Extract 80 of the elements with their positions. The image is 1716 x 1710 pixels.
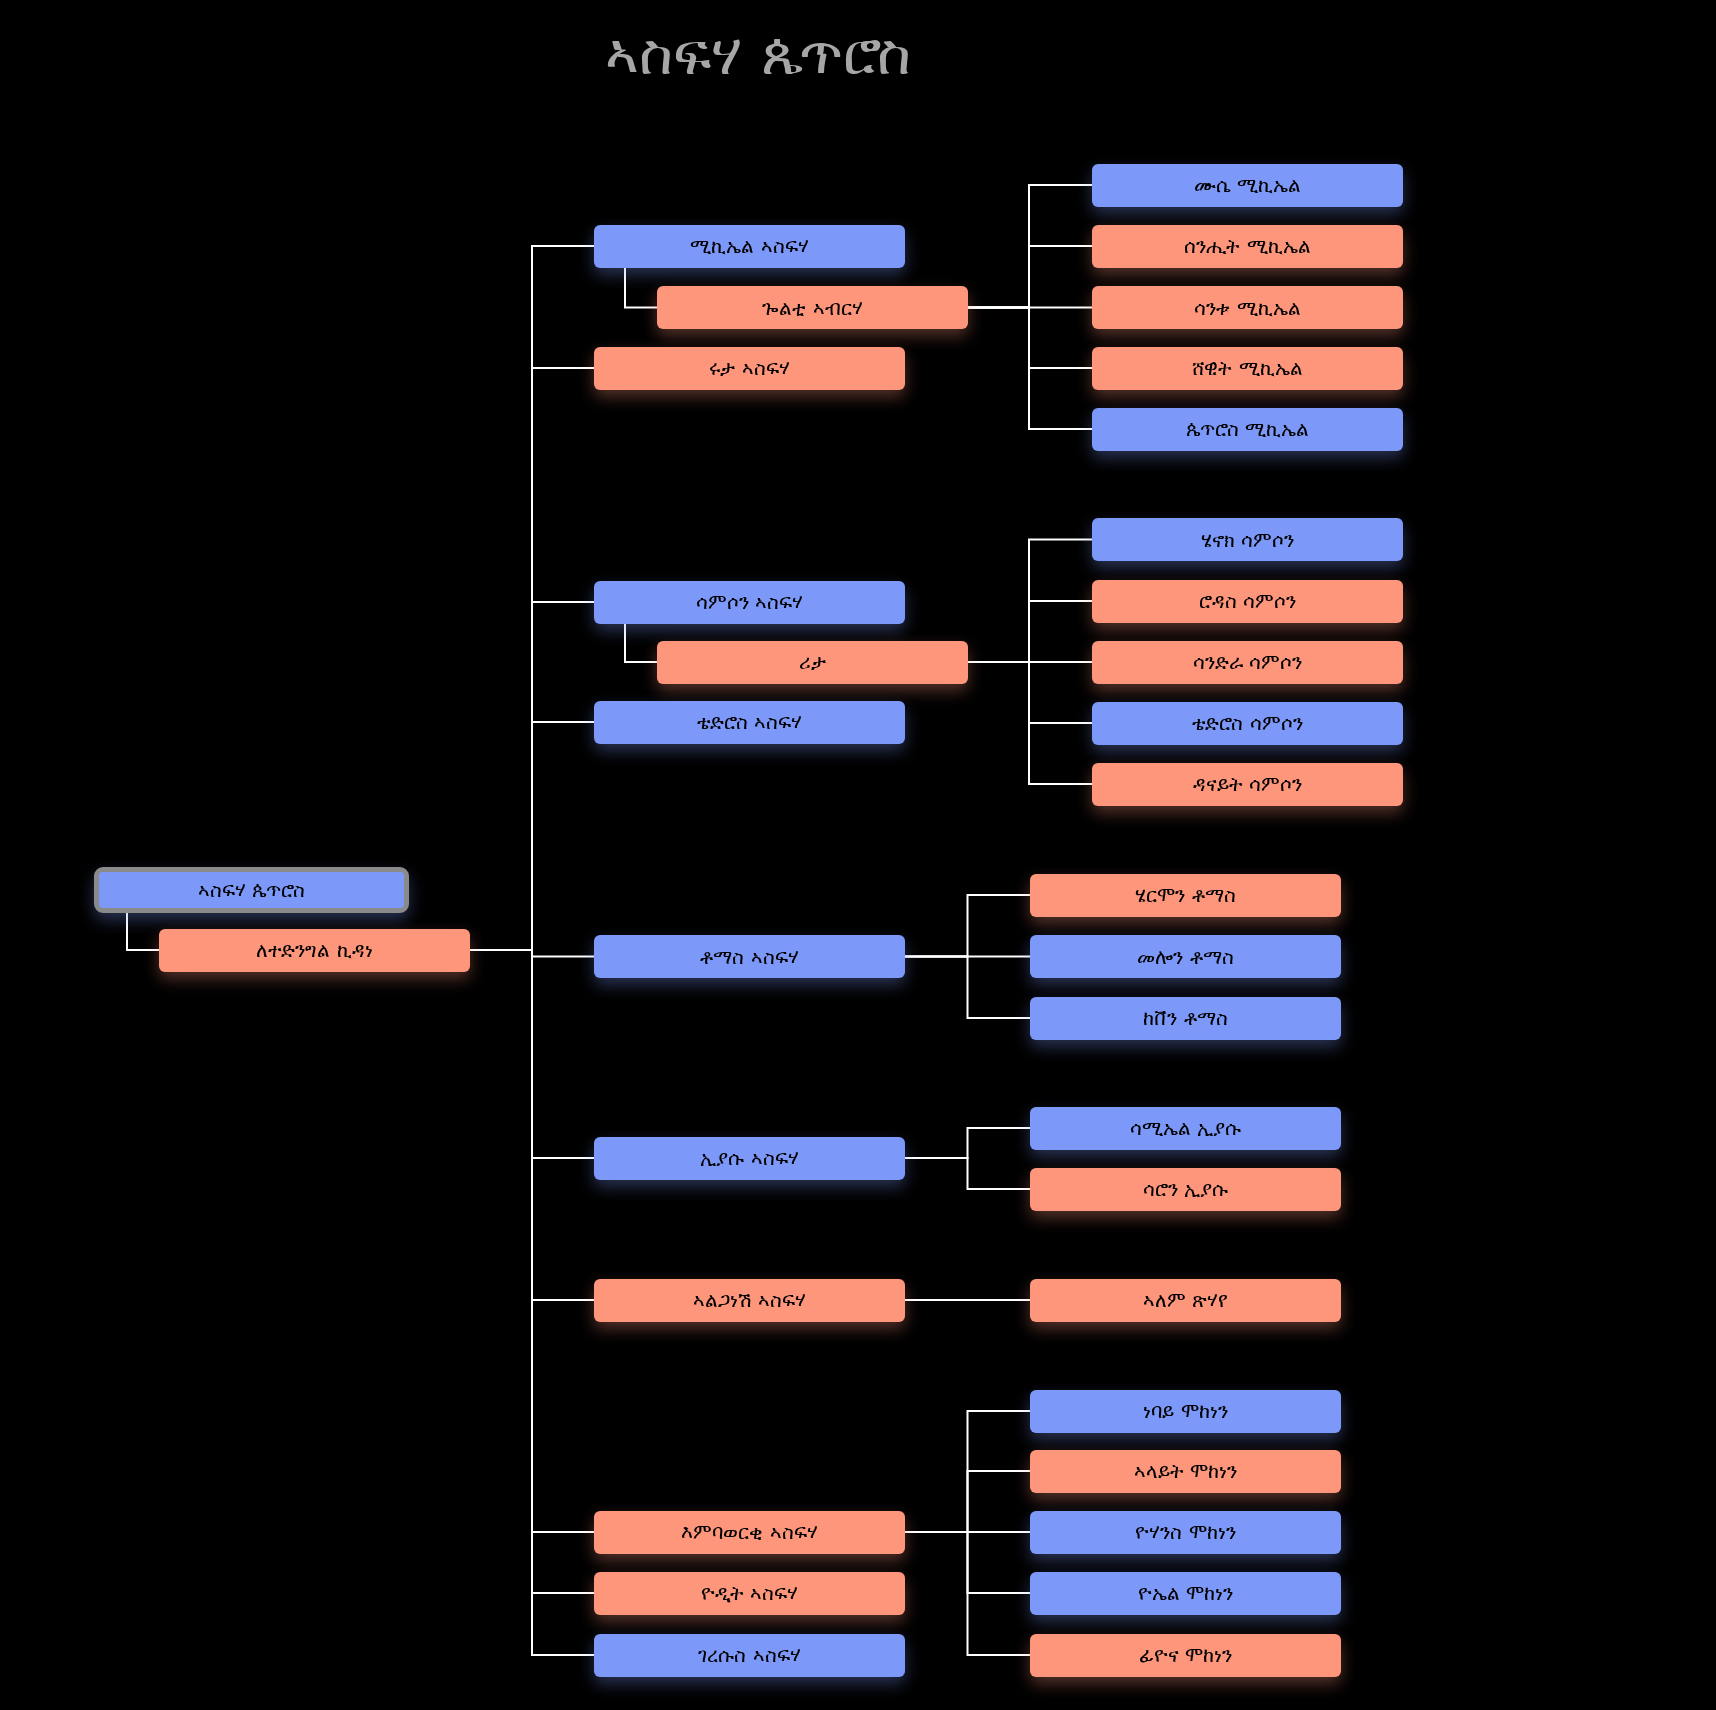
person-box [1030, 1571, 1341, 1615]
person-box [94, 867, 409, 913]
person-box [1030, 1510, 1341, 1554]
person-name: ዳናይት ሳምሶን [1192, 772, 1303, 796]
person-name: ዮዲት ኣስፍሃ [700, 1581, 799, 1605]
person-box [594, 346, 905, 390]
person-name: ሙሴ ሚኪኤል [1193, 173, 1302, 197]
person-name: ቴድሮስ ሳምሶን [1192, 711, 1303, 735]
connector-line [967, 306, 1093, 430]
person-box [1030, 1449, 1341, 1493]
person-name: ሸዊት ሚኪኤል [1192, 356, 1303, 380]
person-name: ሮዳስ ሳምሶን [1198, 589, 1297, 613]
person-box [657, 640, 968, 684]
person-box [594, 1510, 905, 1554]
person-name: ሄርሞን ቶማስ [1135, 883, 1236, 907]
diagram-title: ኣስፍሃ ጴጥሮስ [605, 20, 911, 89]
person-name: ሩታ ኣስፍሃ [709, 356, 790, 380]
person-box [657, 286, 968, 329]
connector-line [904, 955, 1031, 1019]
person-name: ኣላይት ሞከነን [1133, 1459, 1238, 1483]
person-name: ሳምሶን ኣስፍሃ [695, 590, 804, 614]
person-box [1092, 224, 1403, 268]
person-box [1092, 701, 1403, 745]
person-box [1092, 579, 1403, 623]
person-box [1030, 1106, 1341, 1150]
person-name: ነባይ ሞከነን [1143, 1399, 1228, 1423]
person-box [594, 700, 905, 744]
person-box [1092, 286, 1403, 329]
person-name: ሚኪኤል ኣስፍሃ [690, 234, 809, 258]
person-name: ሳሮን ኢያሱ [1142, 1177, 1229, 1201]
person-box [1030, 1278, 1341, 1322]
person-box [1092, 640, 1403, 684]
person-name: ገረሱስ ኣስፍሃ [698, 1643, 801, 1667]
person-box [594, 224, 905, 268]
person-box [594, 1278, 905, 1322]
person-box [1030, 873, 1341, 917]
person-name: ጴጥሮስ ሚኪኤል [1185, 417, 1310, 441]
person-name: ኣልጋነሽ ኣስፍሃ [693, 1288, 806, 1312]
person-box [594, 1633, 905, 1677]
person-name: መሎን ቶማስ [1137, 944, 1234, 969]
connector-line [126, 912, 160, 951]
person-name: ኣስፍሃ ጴጥሮስ [197, 878, 306, 902]
person-name: እምባወርቂ ኣስፍሃ [681, 1520, 818, 1544]
connector-line [904, 1531, 1031, 1656]
person-name: ዮሃንስ ሞከነን [1135, 1520, 1236, 1544]
person-box [594, 1136, 905, 1180]
person-name: ኢያሱ ኣስፍሃ [700, 1146, 799, 1170]
person-box [1030, 1389, 1341, 1433]
person-box [1092, 518, 1403, 561]
person-name: ለተድንግል ኪዳነ [256, 938, 373, 962]
person-name: ቴድሮስ ኣስፍሃ [696, 710, 803, 734]
person-name: ሪታ [799, 650, 826, 674]
connector-line [967, 661, 1093, 785]
connector-line [624, 622, 658, 663]
person-box [1092, 163, 1403, 207]
person-box [1030, 935, 1341, 978]
person-box [1092, 346, 1403, 390]
person-box [594, 935, 905, 978]
person-name: ዮኤል ሞከነን [1137, 1581, 1234, 1605]
person-box [594, 1571, 905, 1615]
connector-line [624, 266, 658, 309]
person-box [1092, 762, 1403, 806]
person-box [594, 580, 905, 624]
connector-line [904, 1157, 1031, 1190]
person-name: ሳንድራ ሳምሶን [1192, 650, 1303, 674]
person-box [1030, 996, 1341, 1040]
person-box [1030, 1167, 1341, 1211]
person-box [1030, 1633, 1341, 1677]
person-name: ፊዮና ሞከነን [1138, 1643, 1233, 1667]
person-name: ከቨን ቶማስ [1143, 1006, 1228, 1030]
person-name: ኣለም ጽሃየ [1142, 1288, 1229, 1312]
person-name: ጐልቲ ኣብርሃ [762, 295, 863, 320]
person-name: ሳሚኤል ኢያሱ [1129, 1116, 1242, 1140]
person-box [159, 928, 470, 972]
person-box [1092, 407, 1403, 451]
connector-line [904, 1299, 1031, 1301]
person-name: ሄኖክ ሳምሶን [1200, 527, 1295, 552]
person-name: ሰንሒት ሚኪኤል [1184, 234, 1311, 258]
person-name: ሳንቱ ሚኪኤል [1194, 295, 1301, 320]
person-name: ቶማስ ኣስፍሃ [700, 944, 799, 969]
